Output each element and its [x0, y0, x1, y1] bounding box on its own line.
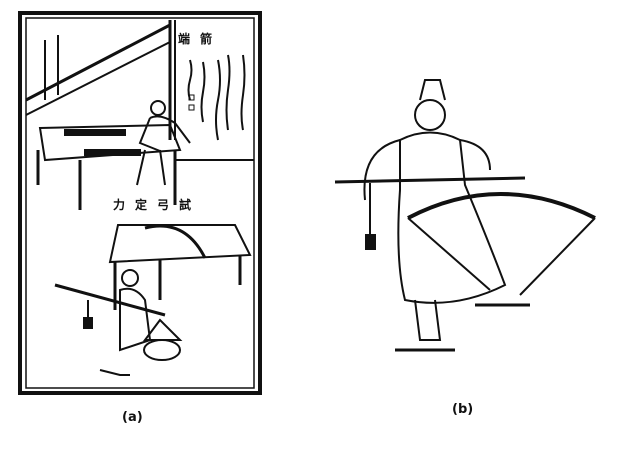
inscription-top: 端箭	[178, 32, 223, 46]
woodcut-panel-a	[18, 11, 262, 395]
figure-b-archer	[334, 79, 596, 352]
figure-a-label: (a)	[122, 410, 143, 425]
figure-b-label: (b)	[452, 402, 474, 417]
inscription-caption: 力定弓試	[113, 198, 202, 212]
